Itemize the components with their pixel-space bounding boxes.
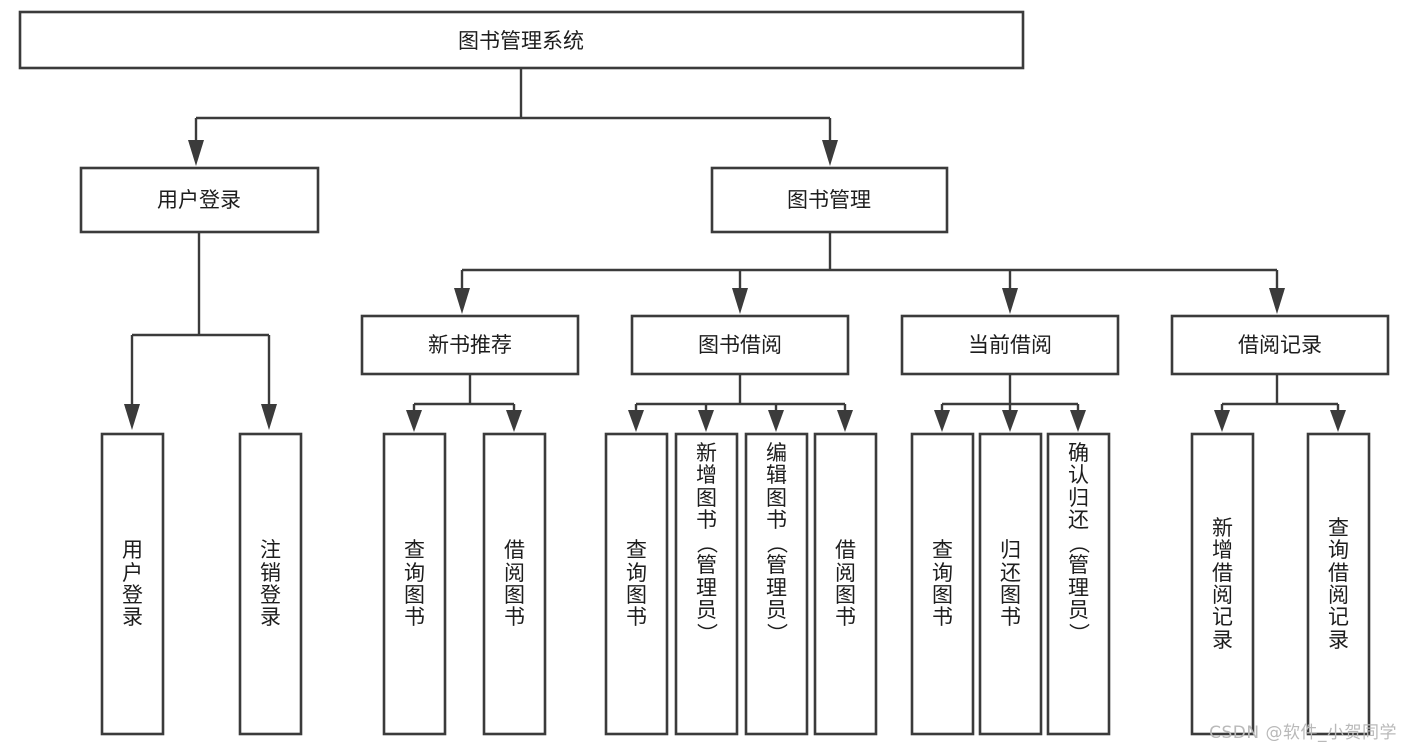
node-label-borrow-record: 借阅记录 <box>1238 333 1322 357</box>
node-box-leaf-rec-add[interactable] <box>1190 432 1255 736</box>
node-box-leaf-cur-return[interactable] <box>978 432 1043 736</box>
node-label-user-login: 用户登录 <box>157 188 241 212</box>
node-label-root: 图书管理系统 <box>458 29 584 53</box>
node-box-new-book-rec[interactable] <box>360 314 580 376</box>
node-box-leaf-user-login[interactable] <box>100 432 165 736</box>
node-box-book-borrow[interactable] <box>630 314 850 376</box>
node-box-leaf-rec-query[interactable] <box>382 432 447 736</box>
connectors-borrow-record-to-leaves <box>1214 374 1346 432</box>
node-label-book-manage: 图书管理 <box>787 188 871 212</box>
node-label-book-borrow: 图书借阅 <box>698 333 782 357</box>
node-box-root[interactable] <box>18 10 1025 70</box>
connectors-root-to-level2 <box>188 68 838 166</box>
node-box-borrow-record[interactable] <box>1170 314 1390 376</box>
connectors-user-login-to-leaves <box>124 232 277 430</box>
connectors-current-borrow-to-leaves <box>934 374 1086 432</box>
node-box-user-login[interactable] <box>79 166 320 234</box>
node-box-leaf-rec-borrow[interactable] <box>482 432 547 736</box>
node-box-current-borrow[interactable] <box>900 314 1120 376</box>
node-box-leaf-borrow-lend[interactable] <box>813 432 878 736</box>
connectors-new-book-rec-to-leaves <box>406 374 522 432</box>
node-box-leaf-cur-query[interactable] <box>910 432 975 736</box>
watermark-csdn: CSDN @软件_小贺同学 <box>1209 723 1397 743</box>
connectors-book-manage-to-level3 <box>454 232 1285 314</box>
node-box-leaf-cur-confirm[interactable] <box>1046 432 1111 736</box>
node-box-book-manage[interactable] <box>710 166 949 234</box>
node-box-leaf-user-logout[interactable] <box>238 432 303 736</box>
node-box-leaf-borrow-query[interactable] <box>604 432 669 736</box>
node-box-leaf-rec-query-log[interactable] <box>1306 432 1371 736</box>
node-box-leaf-borrow-edit[interactable] <box>744 432 809 736</box>
connectors-book-borrow-to-leaves <box>628 374 853 432</box>
node-label-new-book-rec: 新书推荐 <box>428 333 512 357</box>
node-box-leaf-borrow-add[interactable] <box>674 432 739 736</box>
node-label-current-borrow: 当前借阅 <box>968 333 1052 357</box>
